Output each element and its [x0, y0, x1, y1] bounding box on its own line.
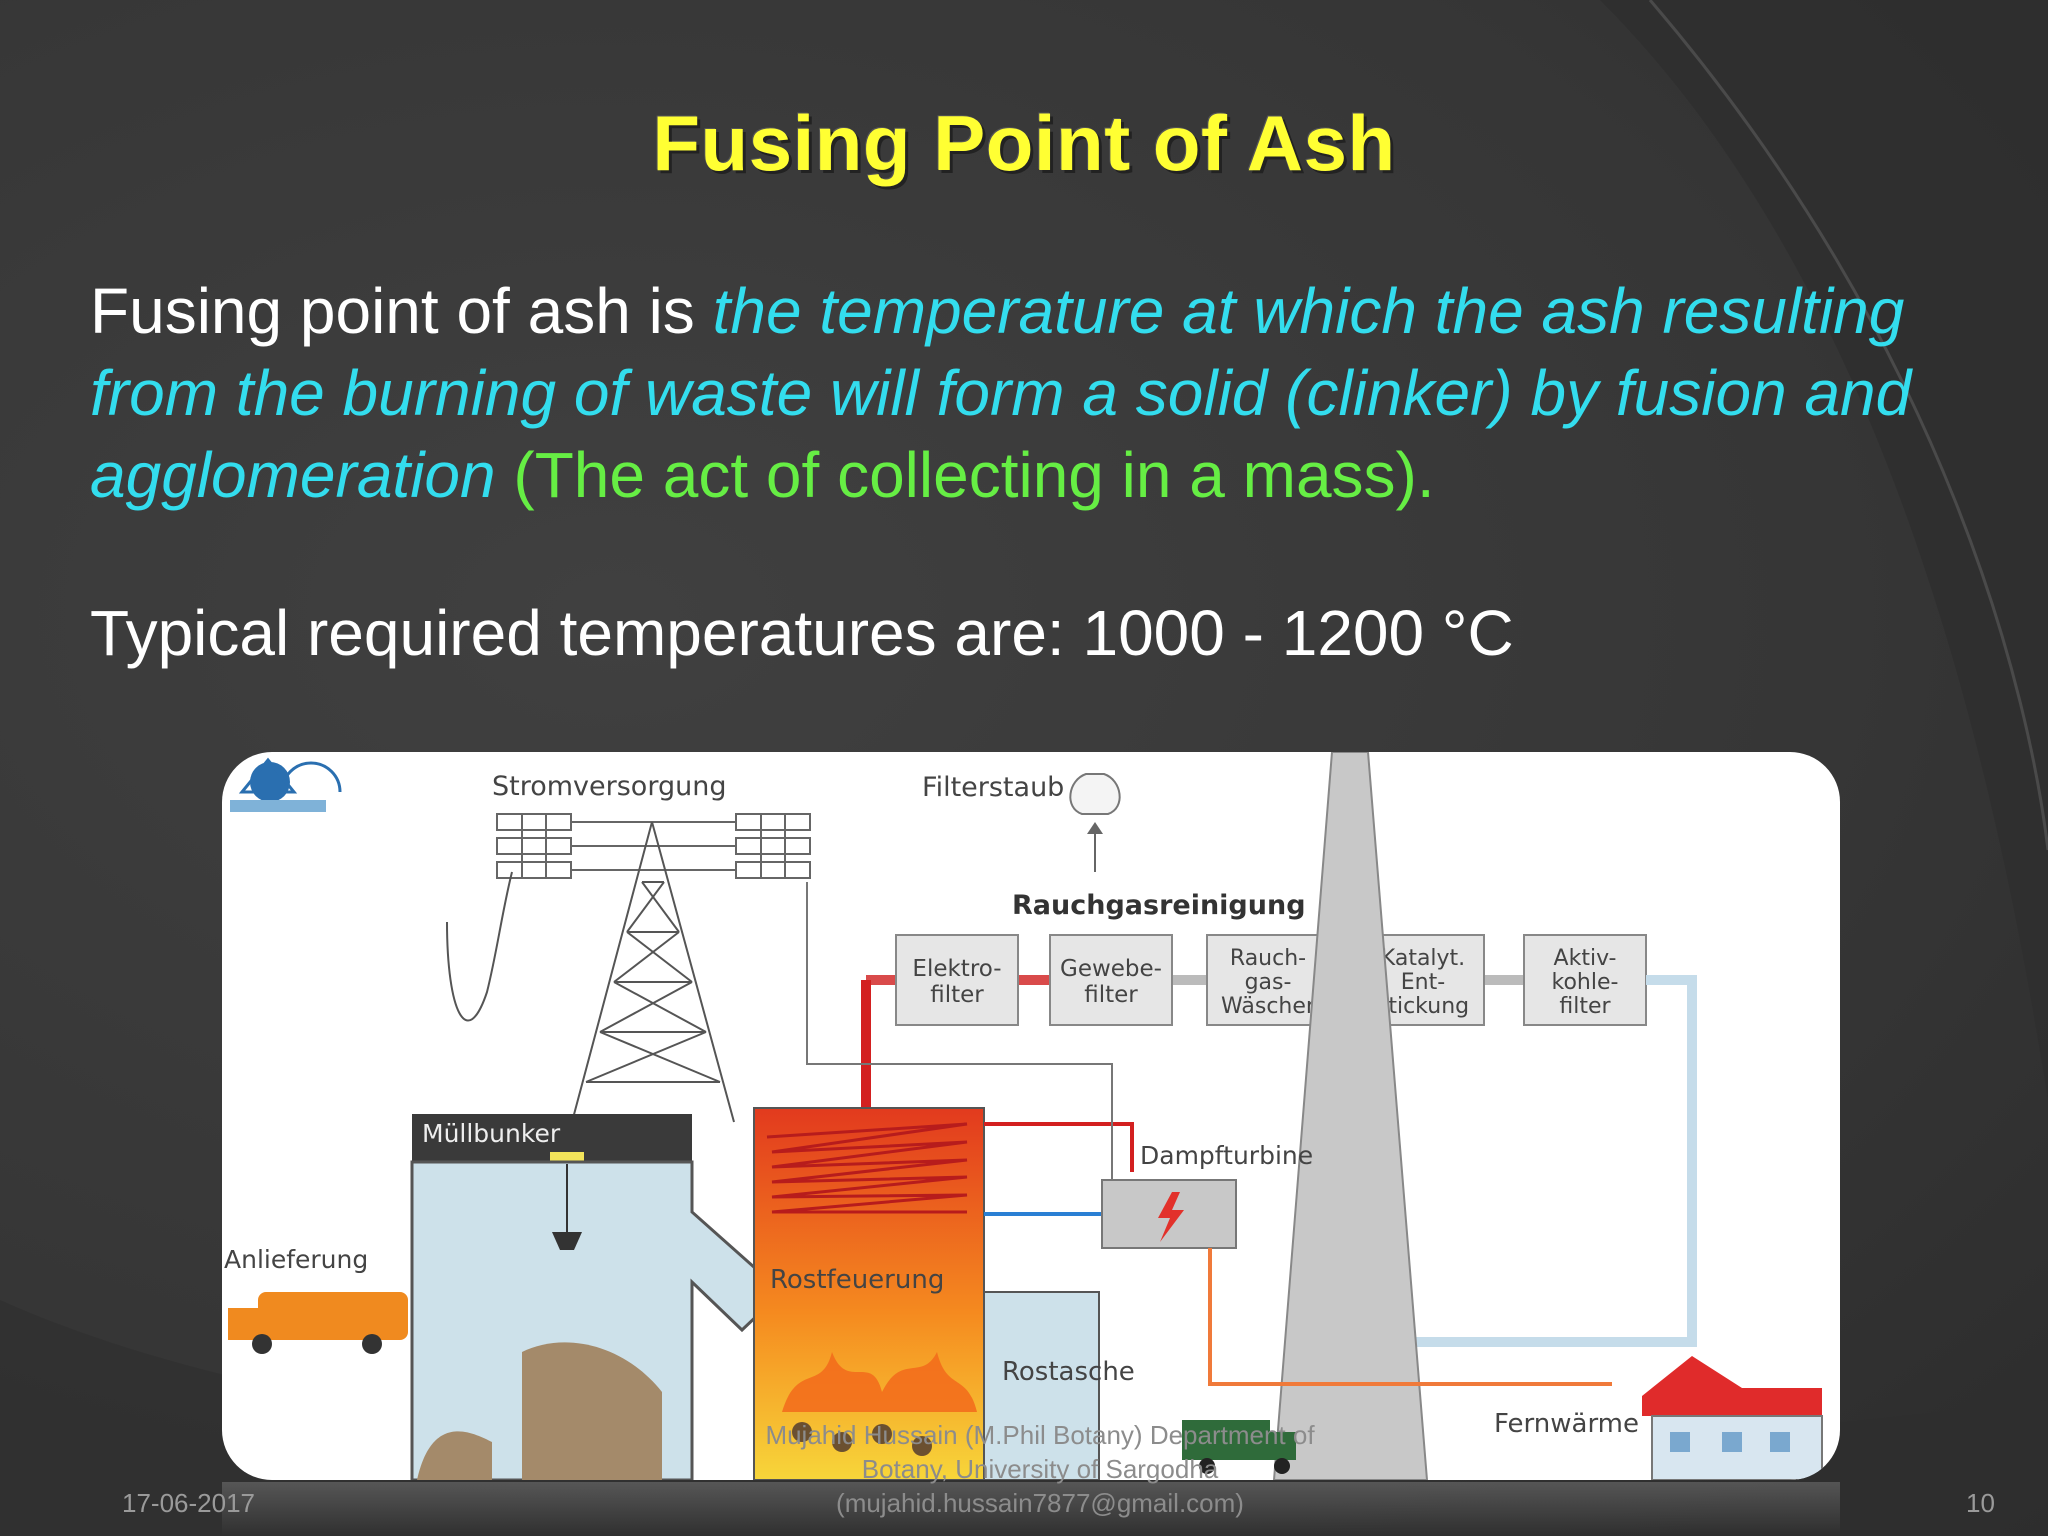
elektrofilter-box — [895, 934, 1019, 1026]
furnace: Rostfeuerung — [753, 1107, 985, 1480]
aktiv-label-2: kohle- — [1552, 970, 1619, 995]
label-filterstaub: Filterstaub — [922, 772, 1064, 803]
diagram-reflection — [222, 1482, 1840, 1536]
footer-author: Mujahid Hussain (M.Phil Botany) Departme… — [690, 1418, 1390, 1520]
rauchgaswaescher-box — [1206, 934, 1330, 1026]
definition-lead: Fusing point of ash is — [90, 275, 713, 347]
waste-bunker: Müllbunker — [410, 1114, 785, 1480]
label-dampfturbine: Dampfturbine — [1140, 1141, 1313, 1170]
definition-explanation: (The act of collecting in a mass). — [495, 439, 1435, 511]
slide-title: Fusing Point of Ash — [652, 99, 1396, 187]
flue-gas-cleaning-train: Elektro- filter Gewebe- filter Rauch- ga… — [861, 934, 1697, 1347]
rauchgas-label-1: Rauch- — [1230, 946, 1306, 971]
elektrofilter-label-2: filter — [930, 982, 984, 1008]
author-line-1: Mujahid Hussain (M.Phil Botany) Departme… — [765, 1420, 1315, 1450]
temperature-line: Typical required temperatures are: 1000 … — [90, 597, 1514, 669]
aktiv-label-1: Aktiv- — [1554, 946, 1617, 971]
gewebefilter-label-1: Gewebe- — [1060, 956, 1162, 982]
gewebefilter-box — [1049, 934, 1173, 1026]
aktivkohlefilter-box — [1523, 934, 1647, 1026]
label-rostasche: Rostasche — [1002, 1357, 1135, 1387]
label-muellbunker: Müllbunker — [422, 1119, 561, 1148]
power-lines-icon — [496, 813, 811, 879]
definition-text: the temperature at which the ash resulti… — [90, 275, 1912, 511]
label-stromversorgung: Stromversorgung — [492, 771, 726, 802]
uba-logo-icon — [230, 757, 342, 812]
definition-paragraph: Fusing point of ash is the temperature a… — [90, 270, 2010, 516]
turbine-box — [1101, 1179, 1237, 1249]
chimney-icon — [1272, 752, 1429, 1480]
aktiv-label-3: filter — [1559, 994, 1611, 1019]
gewebefilter-label-2: filter — [1084, 982, 1138, 1008]
katalyt-label-3: stickung — [1377, 994, 1469, 1019]
elektrofilter-label-1: Elektro- — [912, 956, 1001, 982]
label-anlieferung: Anlieferung — [224, 1245, 368, 1274]
power-tower-icon — [446, 821, 735, 1123]
ash-pit — [983, 1291, 1100, 1480]
author-line-2: Botany, University of Sargodha — [861, 1454, 1219, 1484]
ash-truck-icon — [1182, 1420, 1296, 1474]
incineration-plant-diagram: Stromversorgung — [222, 752, 1840, 1480]
katalyt-label-2: Ent- — [1401, 970, 1445, 995]
label-rauchgasreinigung: Rauchgasreinigung — [1012, 890, 1306, 921]
rauchgas-label-2: gas- — [1245, 970, 1292, 995]
label-fernwaerme: Fernwärme — [1494, 1409, 1639, 1439]
footer-date: 17-06-2017 — [122, 1488, 255, 1518]
author-line-3: (mujahid.hussain7877@gmail.com) — [836, 1488, 1244, 1518]
rauchgas-label-3: Wäscher — [1221, 994, 1316, 1019]
house-icon — [1642, 1356, 1823, 1480]
label-rostfeuerung: Rostfeuerung — [770, 1265, 944, 1295]
katalyt-label-1: Katalyt. — [1381, 946, 1465, 971]
diagram-svg: Stromversorgung — [224, 752, 1823, 1480]
page-number: 10 — [1966, 1488, 1995, 1518]
lightning-icon — [1158, 1192, 1184, 1242]
delivery-truck-icon — [228, 1292, 408, 1354]
dust-bag-icon — [1069, 773, 1121, 872]
